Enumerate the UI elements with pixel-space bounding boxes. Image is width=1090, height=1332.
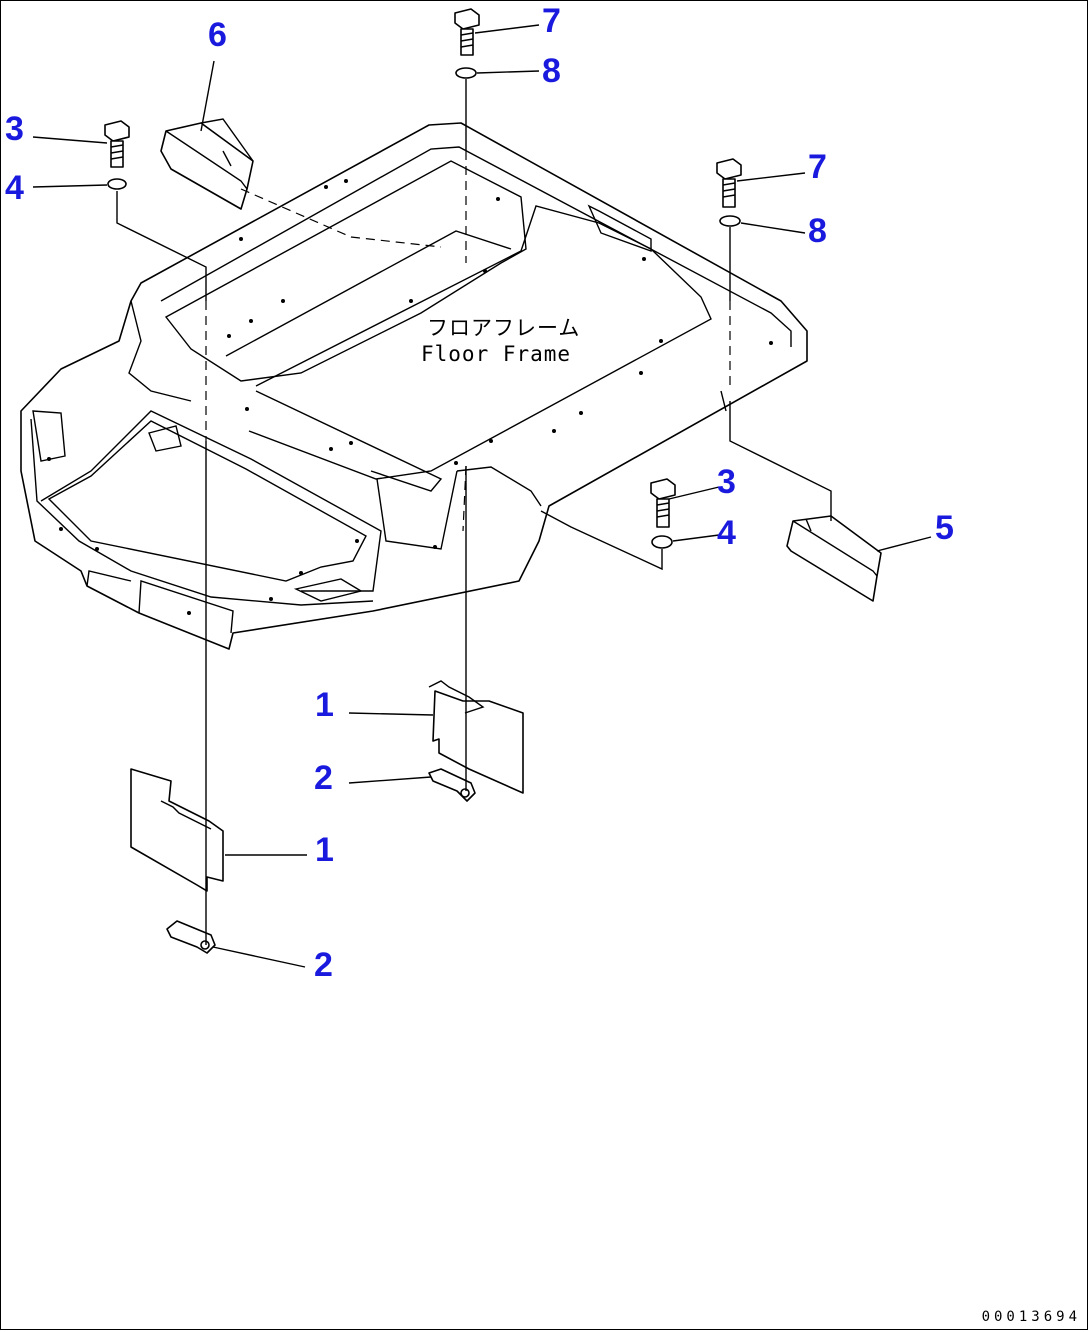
callout-3: 3 [5,110,24,148]
plate-1-right [428,680,524,794]
floor-frame: フロアフレーム Floor Frame [20,122,808,650]
bracket-2-left [166,920,216,954]
bolt-3-right [650,478,676,528]
frame-caption-jp: フロアフレーム [427,316,580,340]
bolt-3-left [104,120,130,168]
callout-numbers: 6 7 8 3 4 7 8 3 4 5 1 2 1 2 [5,2,954,984]
main-opening [164,160,527,382]
callout-5: 5 [935,509,954,547]
callout-1: 1 [315,686,334,724]
callout-7: 7 [542,2,561,40]
frame-caption-en: Floor Frame [421,342,571,366]
bolt-7-top [454,8,480,56]
plate-1-left [130,768,224,892]
callout-4: 4 [717,514,736,552]
callout-1: 1 [315,831,334,869]
bolt-7-right [716,158,742,208]
callout-2: 2 [314,759,333,797]
callout-2: 2 [314,946,333,984]
callout-4: 4 [5,169,24,207]
washer-4-left [107,178,127,190]
callout-7: 7 [808,148,827,186]
callout-8: 8 [808,212,827,250]
document-number: 00013694 [981,1309,1081,1325]
washer-4-right [651,535,673,549]
washer-8-top [455,67,477,79]
callout-3: 3 [717,463,736,501]
callout-8: 8 [542,52,561,90]
leader-lines [32,24,932,968]
floor-frame-outline [20,122,808,650]
frame-holes [47,179,773,615]
callout-6: 6 [208,16,227,54]
bracket-2-right [428,768,476,802]
cover-5 [786,515,882,602]
front-opening [47,420,367,582]
cover-6 [160,118,254,210]
assembly-lines [116,79,832,945]
washer-8-right [719,215,741,227]
